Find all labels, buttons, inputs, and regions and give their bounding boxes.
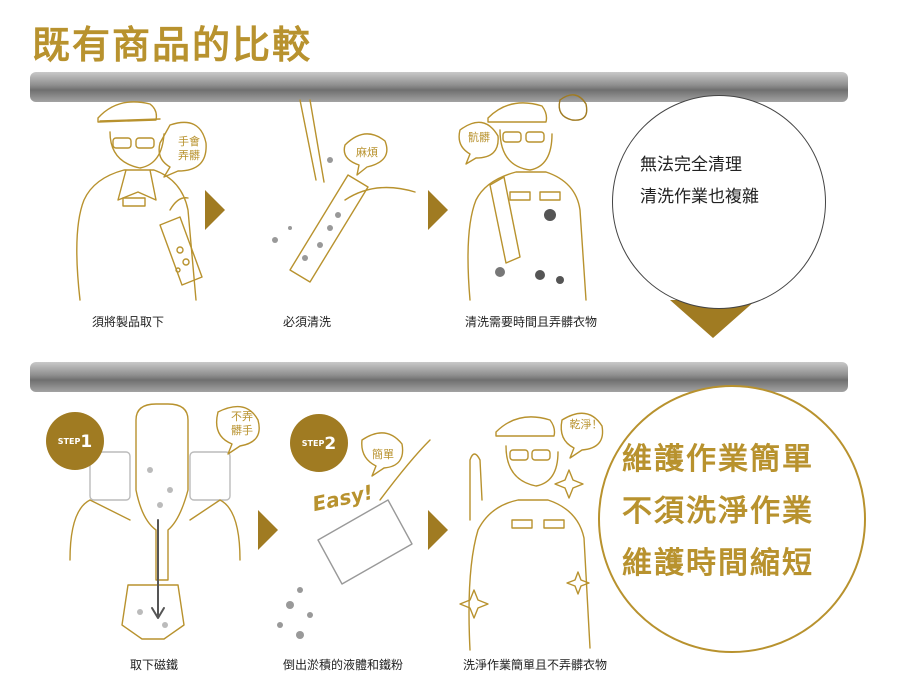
speech-bubble-5 xyxy=(361,432,404,477)
pouring-cup-illustration xyxy=(277,439,431,639)
caption-wash-takes-time: 清洗需要時間且弄髒衣物 xyxy=(465,315,598,329)
magnet-removal-illustration xyxy=(69,403,241,640)
washing-flask-illustration xyxy=(272,99,416,283)
speech-bubble-6 xyxy=(560,412,604,459)
speech-bubble-4 xyxy=(215,405,260,455)
bubble-text-no-dirty-hands: 不弄 髒手 xyxy=(231,410,253,437)
speech-bubble-2 xyxy=(343,133,388,176)
problem-line-2: 清洗作業也複雜 xyxy=(640,187,759,207)
bubble-text-clean: 乾淨！ xyxy=(569,418,603,431)
bubble-text-dirty-hands: 手會 弄髒 xyxy=(178,135,200,162)
step-1-number: 1 xyxy=(80,432,93,452)
step-2-label: STEP xyxy=(301,439,325,448)
arrow-right-2 xyxy=(428,190,448,230)
step-1-badge: STEP1 xyxy=(46,412,104,470)
caption-remove-product: 須將製品取下 xyxy=(92,315,165,329)
problem-line-1: 無法完全清理 xyxy=(640,155,742,175)
arrow-right-1 xyxy=(205,190,225,230)
bubble-text-troublesome: 麻煩 xyxy=(356,146,378,159)
page-title: 既有商品的比較 xyxy=(32,23,313,67)
caption-must-wash: 必須清洗 xyxy=(283,315,332,329)
step-2-number: 2 xyxy=(324,434,337,454)
benefit-line-1: 維護作業簡單 xyxy=(622,442,814,477)
caption-pour-out: 倒出淤積的液體和鐵粉 xyxy=(283,658,404,672)
bubble-text-easy: 簡單 xyxy=(372,448,394,461)
problem-summary-circle xyxy=(612,95,826,309)
speech-bubble-1 xyxy=(158,121,207,178)
dirty-worker-illustration xyxy=(467,94,588,301)
arrow-right-3 xyxy=(258,510,278,550)
speech-bubble-3 xyxy=(458,121,499,165)
caption-easy-cleaning: 洗淨作業簡單且不弄髒衣物 xyxy=(463,658,608,672)
benefit-line-3: 維護時間縮短 xyxy=(622,546,814,581)
step-2-badge: STEP2 xyxy=(290,414,348,472)
clean-worker-illustration xyxy=(459,416,591,651)
worker-holding-product-illustration xyxy=(76,101,203,301)
caption-remove-magnet: 取下磁鐵 xyxy=(130,658,179,672)
benefit-line-2: 不須洗淨作業 xyxy=(622,494,814,529)
arrow-right-4 xyxy=(428,510,448,550)
bubble-text-dirty: 骯髒 xyxy=(468,131,490,144)
benefit-summary-circle xyxy=(598,385,866,653)
step-1-label: STEP xyxy=(57,437,81,446)
